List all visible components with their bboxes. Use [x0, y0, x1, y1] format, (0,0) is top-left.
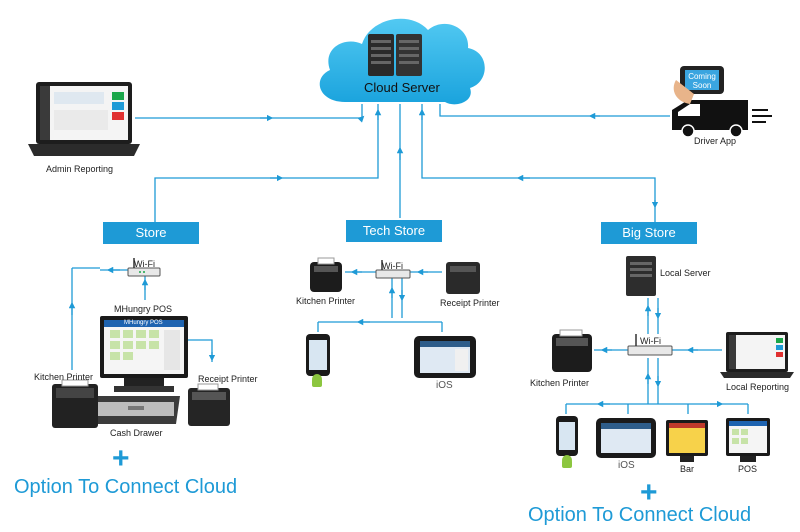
bar-label: Bar [680, 464, 695, 474]
admin-reporting-label: Admin Reporting [46, 164, 114, 174]
option-connect-cloud-left: Option To Connect Cloud [14, 476, 238, 498]
pos-screen-title: MHungry POS [124, 320, 163, 326]
pos-terminal-icon [726, 418, 770, 462]
tablet-icon [414, 336, 476, 378]
driver-app-label: Driver App [694, 136, 737, 146]
local-server-label: Local Server [660, 268, 711, 278]
kitchen-printer-icon [552, 329, 592, 372]
ios-label: iOS [436, 380, 453, 391]
wifi-label: Wi-Fi [640, 336, 661, 346]
connection-lines [68, 104, 749, 414]
store-box: Store [103, 222, 199, 244]
option-connect-cloud-right: Option To Connect Cloud [528, 504, 752, 526]
local-reporting-label: Local Reporting [726, 382, 790, 392]
android-icon [312, 374, 322, 387]
coming-soon-line2: Soon [692, 81, 712, 90]
laptop-icon [720, 332, 794, 378]
laptop-icon [28, 82, 140, 156]
wifi-label: Wi-Fi [134, 259, 155, 269]
kitchen-printer-icon [310, 257, 342, 292]
pos-terminal-icon [100, 316, 188, 392]
coming-soon-line1: Coming [688, 72, 716, 81]
pos-label: POS [738, 464, 758, 474]
plus-icon: + [640, 476, 658, 509]
bar-terminal-icon [666, 420, 708, 462]
coming-soon-badge: Coming Soon [686, 72, 718, 90]
receipt-printer-icon [188, 383, 230, 426]
receipt-printer-label: Receipt Printer [440, 298, 500, 308]
mhungry-pos-label: MHungry POS [114, 304, 173, 314]
receipt-printer-icon [446, 262, 480, 294]
android-icon [562, 455, 572, 468]
cloud-server-label: Cloud Server [364, 80, 440, 95]
kitchen-printer-label: Kitchen Printer [530, 378, 590, 388]
server-tower-icon [626, 256, 656, 296]
tablet-icon [596, 418, 656, 458]
server-rack-icon [368, 34, 422, 76]
wifi-router-icon [127, 258, 161, 277]
receipt-printer-label: Receipt Printer [198, 374, 258, 384]
wifi-label: Wi-Fi [382, 261, 403, 271]
wifi-router-icon [627, 334, 673, 356]
big-store-box: Big Store [601, 222, 697, 244]
kitchen-printer-label: Kitchen Printer [34, 372, 94, 382]
kitchen-printer-label: Kitchen Printer [296, 296, 356, 306]
phone-icon [673, 66, 724, 104]
ios-label: iOS [618, 460, 635, 471]
wifi-router-icon [375, 260, 411, 279]
delivery-van-icon [672, 100, 772, 138]
plus-icon: + [112, 442, 130, 475]
phone-icon [306, 334, 330, 376]
cash-drawer-icon [92, 396, 180, 424]
cash-drawer-label: Cash Drawer [110, 428, 163, 438]
phone-icon [556, 416, 578, 456]
tech-store-box: Tech Store [346, 220, 442, 242]
kitchen-printer-icon [52, 379, 98, 428]
